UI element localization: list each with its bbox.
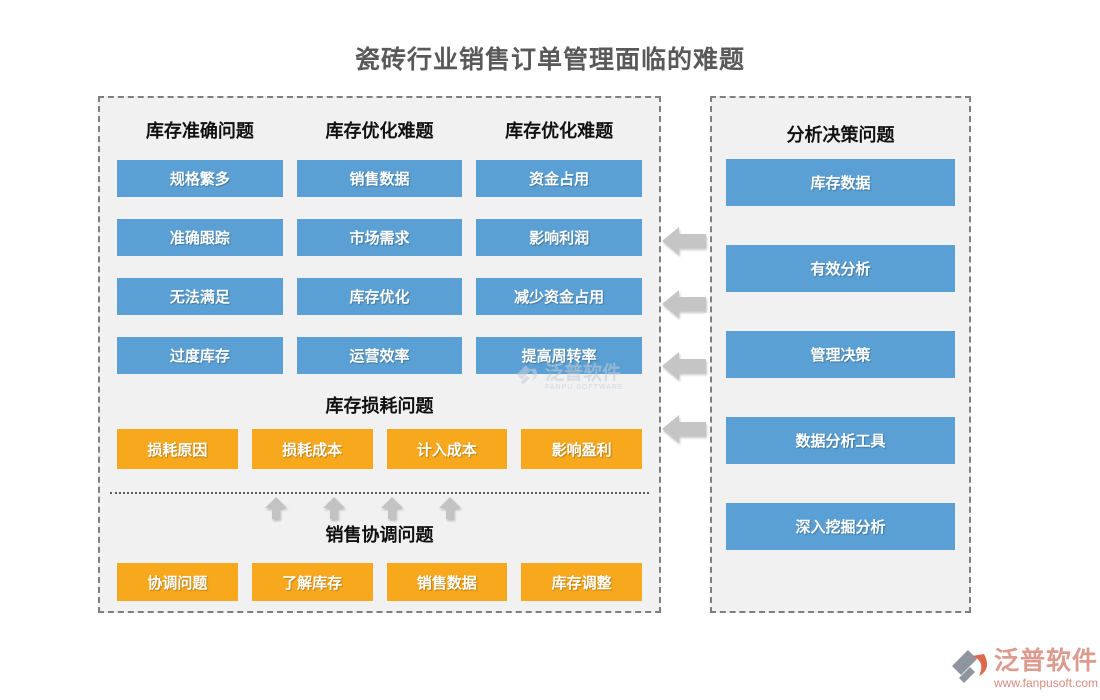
inventory-items-grid: 规格繁多 销售数据 资金占用 准确跟踪 市场需求 影响利润 无法满足 库存优化 … [117,160,642,374]
brand-name: 泛普软件 [994,647,1099,675]
inventory-item: 资金占用 [476,160,642,197]
dotted-divider [110,492,649,494]
inventory-item: 影响利润 [476,219,642,256]
loss-items-row: 损耗原因 损耗成本 计入成本 影响盈利 [117,429,642,469]
up-arrows-row [264,497,642,519]
analysis-item: 库存数据 [726,159,955,206]
analysis-item: 数据分析工具 [726,417,955,464]
brand-logo: 泛普软件 www.fanpusoft.com [950,648,1098,693]
coordination-item: 销售数据 [386,563,508,601]
left-arrow-icon [662,351,706,381]
watermark: 泛普软件 FANPU SOFTWARE [514,364,624,395]
up-arrow-icon [380,497,404,519]
inventory-item: 准确跟踪 [117,219,283,256]
column-header-inventory-optimization-2: 库存优化难题 [505,121,614,141]
up-arrow-icon [264,497,288,519]
column-header-inventory-accuracy: 库存准确问题 [145,121,254,141]
page-title: 瓷砖行业销售订单管理面临的难题 [354,46,745,74]
watermark-brand-subname: FANPU SOFTWARE [545,384,624,391]
inventory-item: 过度库存 [117,337,283,374]
section-header-inventory-loss: 库存损耗问题 [325,396,434,416]
loss-item: 损耗成本 [251,429,373,469]
analysis-item: 深入挖掘分析 [726,503,955,550]
analysis-item: 有效分析 [726,245,955,292]
brand-website: www.fanpusoft.com [994,676,1099,690]
inventory-item: 提高周转率 [476,337,642,374]
analysis-items-list: 库存数据 有效分析 管理决策 数据分析工具 深入挖掘分析 [726,159,955,550]
coordination-item: 了解库存 [251,563,373,601]
analysis-panel: 分析决策问题 库存数据 有效分析 管理决策 数据分析工具 深入挖掘分析 [710,96,971,613]
inventory-item: 减少资金占用 [476,278,642,315]
inventory-item: 规格繁多 [117,160,283,197]
loss-item: 计入成本 [386,429,508,469]
section-header-sales-coordination: 销售协调问题 [325,525,434,545]
inventory-item: 市场需求 [296,219,463,256]
watermark-brand-name: 泛普软件 [545,363,622,384]
left-arrow-icon [662,414,706,444]
left-arrow-icon [662,289,706,319]
loss-item: 影响盈利 [521,429,642,469]
fanpu-logo-watermark-icon [514,364,540,395]
problems-panel: 库存准确问题 库存优化难题 库存优化难题 规格繁多 销售数据 资金占用 准确跟踪… [98,96,661,613]
column-header-inventory-optimization-1: 库存优化难题 [325,121,434,141]
loss-item: 损耗原因 [117,429,238,469]
inventory-item: 库存优化 [296,278,463,315]
column-headers: 库存准确问题 库存优化难题 库存优化难题 [117,118,642,144]
left-arrow-icon [662,226,706,256]
coordination-item: 库存调整 [521,563,642,601]
inventory-item: 运营效率 [296,337,463,374]
inventory-item: 销售数据 [296,160,463,197]
fanpu-logo-icon [950,648,990,693]
section-header-analysis-decision: 分析决策问题 [786,125,895,145]
inventory-item: 无法满足 [117,278,283,315]
up-arrow-icon [438,497,462,519]
analysis-item: 管理决策 [726,331,955,378]
coordination-items-row: 协调问题 了解库存 销售数据 库存调整 [117,563,642,601]
up-arrow-icon [322,497,346,519]
coordination-item: 协调问题 [117,563,238,601]
